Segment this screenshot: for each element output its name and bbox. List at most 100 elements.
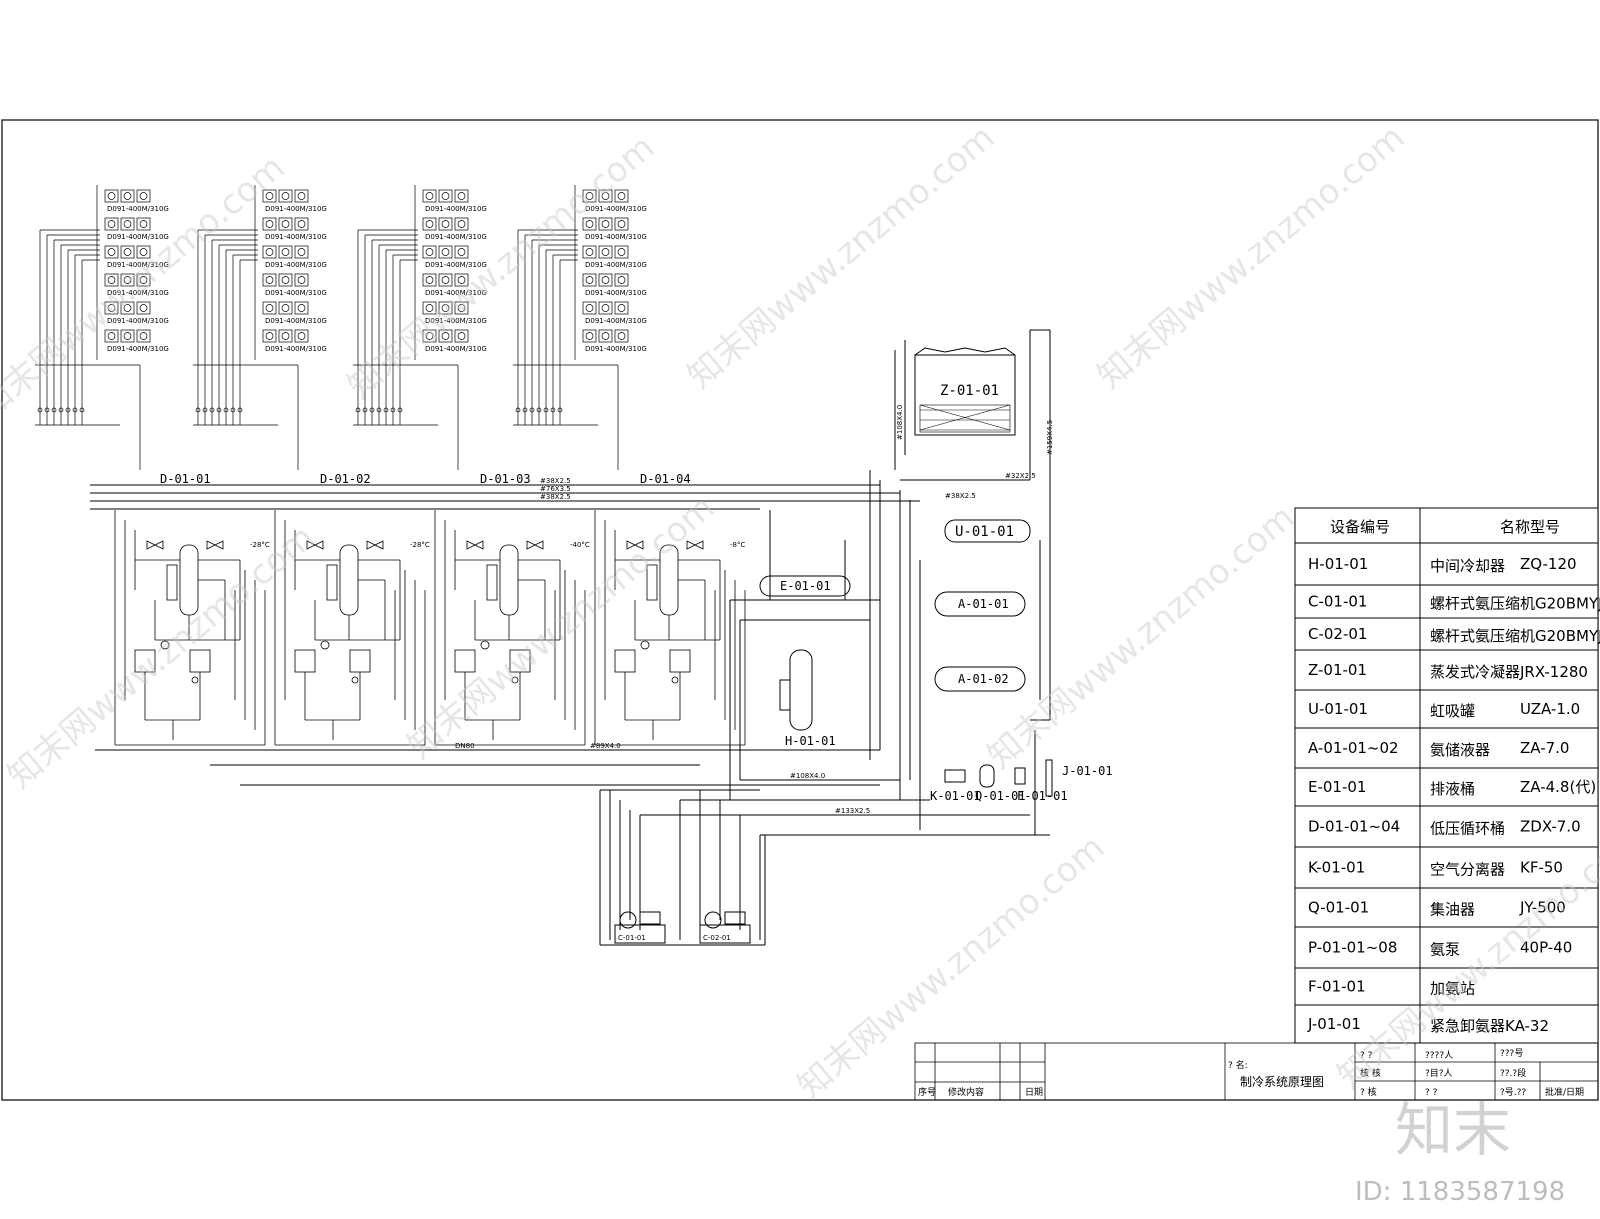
fan-icon (123, 248, 132, 256)
evaporator-model-label: D091-400M/310G (107, 289, 169, 297)
field-5: ??.?段 (1500, 1067, 1526, 1079)
stop-valve-icon (686, 540, 704, 550)
valve-icon (44, 407, 50, 413)
pump (294, 649, 316, 673)
evaporator-fan (262, 189, 277, 203)
evaporator-fan (136, 301, 151, 315)
watermark-1: 知末网www.znzmo.com (0, 147, 292, 426)
watermark-5: 知末网www.znzmo.com (0, 517, 322, 796)
fan-icon (281, 332, 290, 340)
evaporator-fan (438, 329, 453, 343)
fan-icon (139, 332, 148, 340)
evaporator-model-label: D091-400M/310G (107, 261, 169, 269)
tag-receiver-1: A-01-01 (958, 597, 1009, 611)
fan-icon (281, 192, 290, 200)
watermark-4: 知末网www.znzmo.com (1090, 117, 1412, 396)
fan-icon (585, 304, 594, 312)
rev-content-label: 修改内容 (948, 1086, 984, 1098)
fan-icon (441, 192, 450, 200)
title-block (914, 1042, 1599, 1101)
fan-icon (457, 332, 466, 340)
legend-name: 紧急卸氨器KA-32 (1430, 1017, 1549, 1035)
valve-icon (216, 407, 222, 413)
field-4: ???号 (1500, 1048, 1523, 1059)
evaporator-fan (120, 245, 135, 259)
unit-station: D-01-04-8°C (594, 472, 745, 746)
fan-icon (425, 248, 434, 256)
evaporator-bank: D091-400M/310G D091-400M/310G D091-400M/31… (513, 185, 647, 470)
pipe-label-supply-3: #38X2.5 (540, 493, 571, 501)
evaporator-model-label: D091-400M/310G (585, 261, 647, 269)
valve-icon (223, 407, 229, 413)
fan-icon (281, 220, 290, 228)
legend-name: 中间冷却器 (1430, 557, 1505, 575)
fan-icon (107, 304, 116, 312)
legend-model: JY-500 (1519, 899, 1566, 917)
evaporator-model-label: D091-400M/310G (585, 205, 647, 213)
evaporator-model-label: D091-400M/310G (585, 317, 647, 325)
fan-icon (601, 220, 610, 228)
valve-icon (237, 407, 243, 413)
fan-icon (107, 276, 116, 284)
fan-icon (425, 332, 434, 340)
circulation-barrel-units: D-01-01-28°CD-01-02-28°CD-01-03-40°CD-01… (114, 472, 745, 746)
evaporator-banks: D091-400M/310G D091-400M/310G D091-400M/31… (35, 185, 647, 470)
tag-drain: E-01-01 (780, 579, 831, 593)
fan-icon (425, 220, 434, 228)
fan-icon (265, 332, 274, 340)
valve-icon (390, 407, 396, 413)
evaporator-fan (294, 245, 309, 259)
fan-icon (617, 248, 626, 256)
oil-collector (979, 764, 995, 788)
evaporator-fan (104, 273, 119, 287)
fan-icon (297, 332, 306, 340)
evaporator-fan (614, 329, 629, 343)
fan-icon (265, 248, 274, 256)
fan-icon (265, 192, 274, 200)
valve-icon (511, 676, 519, 684)
evaporator-fan (422, 189, 437, 203)
evaporator-fan (582, 189, 597, 203)
unit-temp-label: -28°C (410, 541, 430, 549)
valve-icon (195, 407, 201, 413)
legend-name: 螺杆式氨压缩机G20BMYJ (1430, 595, 1600, 613)
fan-icon (265, 276, 274, 284)
unit-temp-label: -40°C (570, 541, 590, 549)
title-block-text: 序号 修改内容 日期 ? 名: 制冷系统原理图 ? ? 核 核 ? 核 ????… (918, 1048, 1584, 1098)
evaporator-fan (614, 245, 629, 259)
fan-icon (123, 304, 132, 312)
evaporator-fan (422, 273, 437, 287)
evaporator-fan (136, 273, 151, 287)
evaporator-fan (120, 329, 135, 343)
fan-icon (457, 192, 466, 200)
tag-condenser: Z-01-01 (940, 383, 999, 399)
evaporator-fan (104, 245, 119, 259)
evaporator-fan (136, 189, 151, 203)
evaporator-fan (294, 329, 309, 343)
pipe-labels: #38X2.5 #76X3.5 #38X2.5 DN80 #89X4.0 #10… (455, 405, 1054, 815)
receiver-2 (934, 666, 1026, 692)
stop-valve-icon (626, 540, 644, 550)
valve-icon (369, 407, 375, 413)
tag-emergency: J-01-01 (1062, 764, 1113, 778)
valve-icon (515, 407, 521, 413)
tag-oil-collector: Q-01-01 (975, 789, 1026, 803)
fan-icon (107, 248, 116, 256)
evaporator-fan (598, 301, 613, 315)
legend-code: F-01-01 (1308, 978, 1366, 996)
fan-icon (297, 248, 306, 256)
tag-charge-station: F-01-01 (1017, 789, 1068, 803)
legend-name: 氨储液器 (1430, 741, 1490, 759)
fan-icon (441, 276, 450, 284)
fan-icon (139, 304, 148, 312)
circulation-barrel (499, 544, 519, 616)
valve-icon (230, 407, 236, 413)
valve-icon (480, 640, 490, 650)
evaporator-fan (104, 329, 119, 343)
